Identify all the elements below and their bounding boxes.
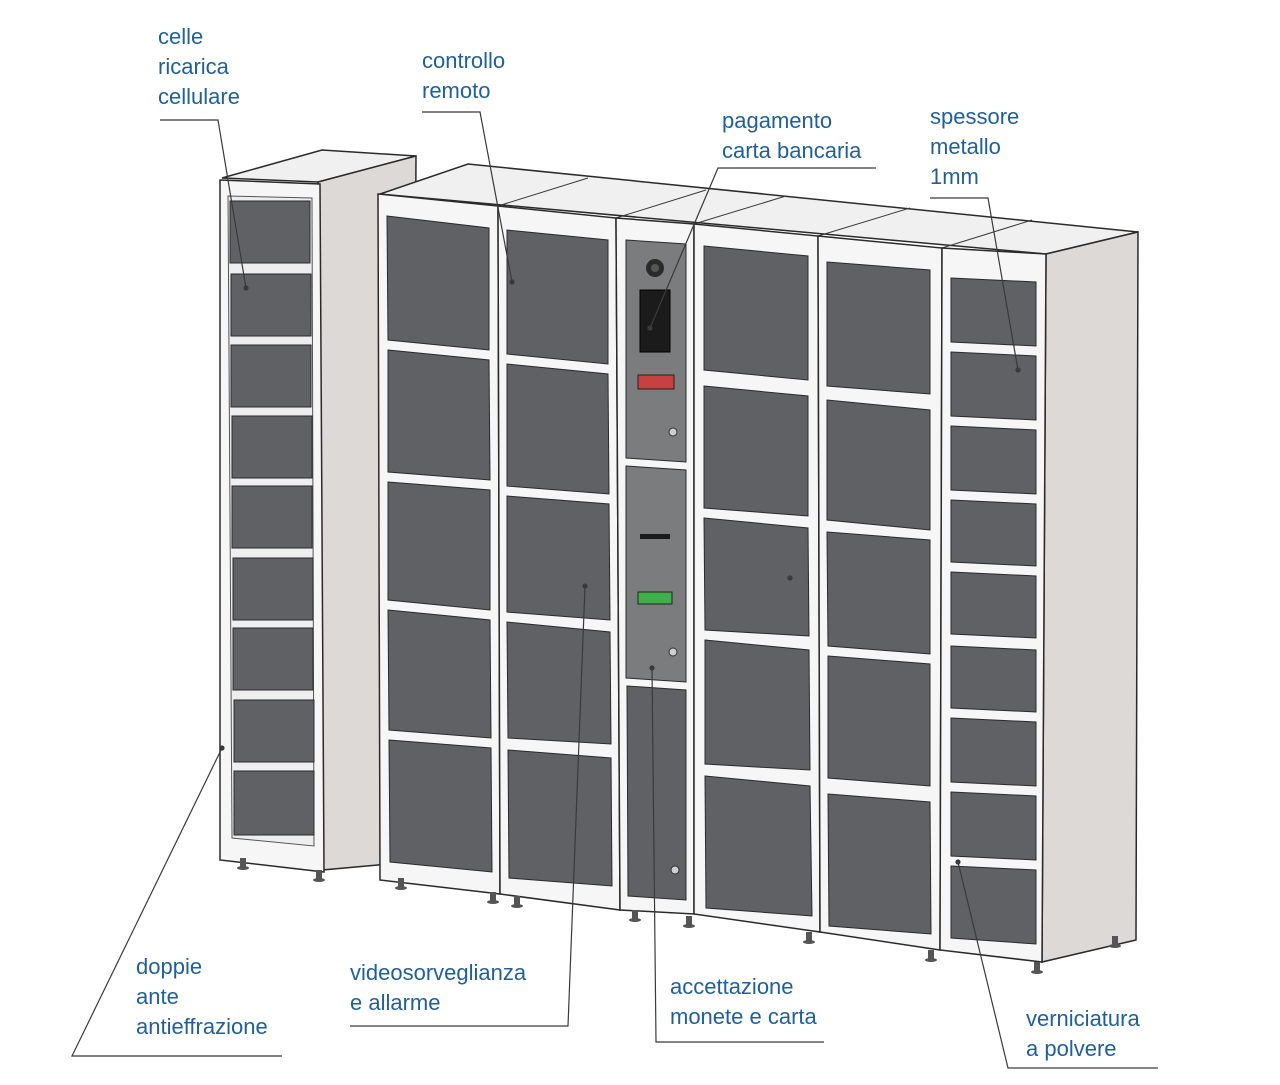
callout-line: doppie	[136, 954, 203, 979]
control-column	[625, 239, 687, 901]
column-5-doors	[826, 261, 932, 935]
callout-spessore: spessore metallo 1mm	[930, 102, 1019, 192]
callout-celle: celle ricarica cellulare	[158, 22, 240, 112]
callout-line: accettazione	[670, 974, 794, 999]
callout-line: cellulare	[158, 84, 240, 109]
callout-line: monete e carta	[670, 1004, 817, 1029]
leader-accettazione	[651, 667, 824, 1043]
leader-lines	[71, 111, 1158, 1069]
callout-line: a polvere	[1026, 1036, 1117, 1061]
payment-screen	[639, 289, 671, 353]
locker-door	[231, 415, 313, 479]
callout-line: metallo	[930, 134, 1001, 159]
callout-line: controllo	[422, 48, 506, 73]
callout-line: spessore	[930, 104, 1020, 129]
locker-door	[232, 557, 314, 621]
main-bank-side	[1041, 231, 1139, 963]
callout-line: e allarme	[350, 990, 441, 1015]
left-column-feet	[237, 858, 325, 882]
locker-door	[233, 699, 315, 763]
leader-video	[350, 585, 586, 1027]
callout-video: videosorveglianza e allarme	[350, 958, 526, 1018]
locker-door	[230, 273, 312, 337]
callout-accettazione: accettazione monete e carta	[670, 972, 817, 1032]
locker-door	[233, 770, 315, 836]
card-reader-slot	[637, 374, 675, 390]
leader-doppie	[71, 747, 282, 1057]
callout-line: pagamento	[722, 108, 833, 133]
locker-door	[231, 485, 313, 549]
column-1-doors	[386, 215, 493, 873]
callout-line: 1mm	[930, 164, 979, 189]
leader-verniciatura	[957, 861, 1158, 1069]
leader-celle	[160, 119, 247, 289]
callout-pagamento: pagamento carta bancaria	[722, 106, 861, 166]
callout-verniciatura: verniciatura a polvere	[1026, 1004, 1140, 1064]
note-acceptor	[637, 591, 673, 605]
callout-line: verniciatura	[1026, 1006, 1140, 1031]
callout-doppie: doppie ante antieffrazione	[136, 952, 268, 1042]
callout-line: remoto	[422, 78, 491, 103]
leader-controllo	[422, 111, 513, 283]
left-column-doors	[229, 200, 315, 836]
leader-pagamento	[649, 167, 876, 329]
coin-slot	[640, 534, 670, 539]
callout-line: carta bancaria	[722, 138, 862, 163]
callout-line: celle	[158, 24, 204, 49]
left-column	[219, 149, 417, 882]
callout-controllo: controllo remoto	[422, 46, 505, 106]
leader-spessore	[930, 197, 1019, 371]
locker-door	[229, 200, 311, 264]
callout-line: ante	[136, 984, 179, 1009]
column-6-doors	[950, 277, 1037, 945]
main-bank-feet	[395, 878, 1121, 974]
column-2-doors	[506, 229, 613, 887]
callout-line: antieffrazione	[136, 1014, 268, 1039]
locker-door	[230, 344, 312, 408]
locker-door	[232, 627, 314, 691]
main-bank	[377, 163, 1139, 974]
callout-line: ricarica	[158, 54, 229, 79]
column-4-doors	[703, 245, 813, 917]
callout-line: videosorveglianza	[350, 960, 527, 985]
